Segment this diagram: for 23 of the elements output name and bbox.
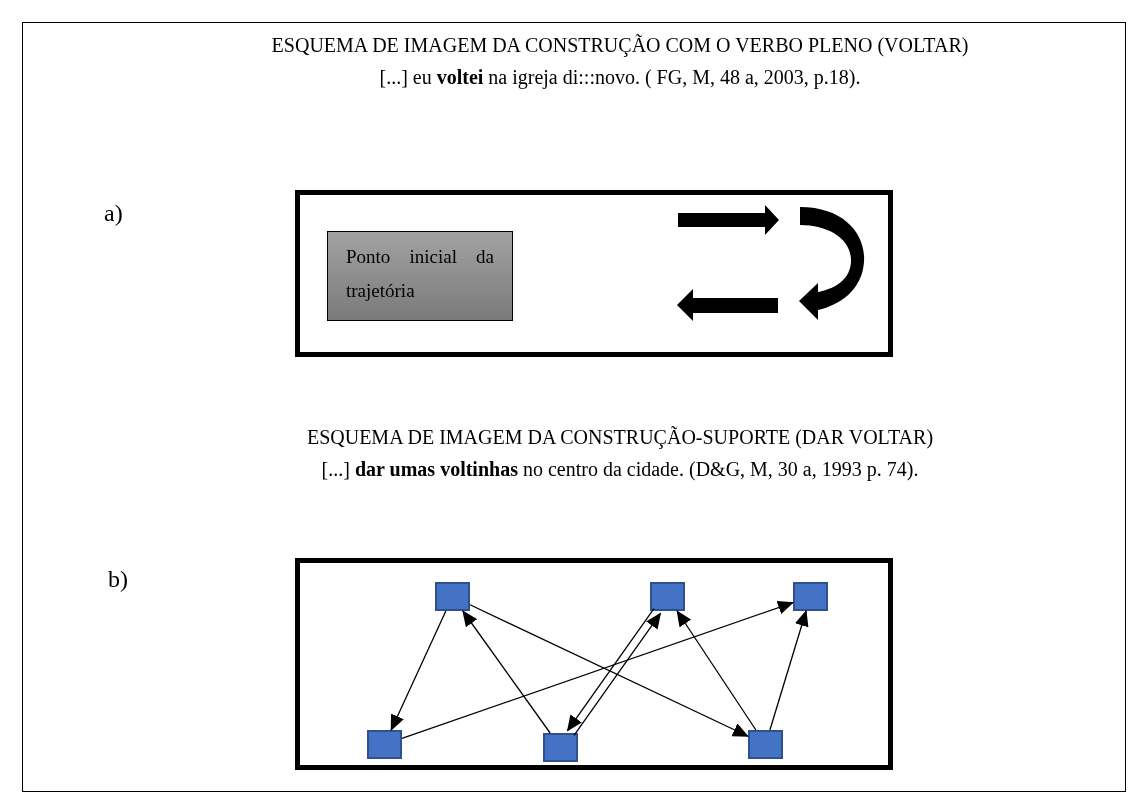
square-node xyxy=(748,730,783,759)
square-node xyxy=(793,582,828,611)
square-node xyxy=(367,730,402,759)
arrow xyxy=(401,600,794,740)
schema-heading: ESQUEMA DE IMAGEM DA CONSTRUÇÃO COM O VERBO PLENO (VOLTAR) xyxy=(271,34,969,56)
arrow xyxy=(573,612,662,736)
arrow xyxy=(566,608,655,732)
example-sentence: [...] eu voltei na igreja di:::novo. ( FG, M, 48 a, 2003, p.18). xyxy=(379,66,861,88)
square-node xyxy=(435,582,470,611)
panel-frame xyxy=(295,190,893,357)
panel-letter: a) xyxy=(104,200,123,226)
panel-frame xyxy=(295,558,893,770)
arrow xyxy=(469,604,749,737)
square-node xyxy=(543,733,578,762)
arrow xyxy=(769,610,809,731)
schema-heading: ESQUEMA DE IMAGEM DA CONSTRUÇÃO-SUPORTE (DAR VOLTAR) xyxy=(306,426,934,448)
arrow xyxy=(676,610,757,731)
panel-letter: b) xyxy=(108,566,128,592)
arrow xyxy=(390,610,447,731)
example-sentence: [...] dar umas voltinhas no centro da cidade. (D&G, M, 30 a, 1993 p. 74). xyxy=(321,458,919,480)
square-node xyxy=(650,582,685,611)
arrow xyxy=(462,610,551,734)
start-point-box: Ponto inicial da trajetória xyxy=(327,231,513,321)
